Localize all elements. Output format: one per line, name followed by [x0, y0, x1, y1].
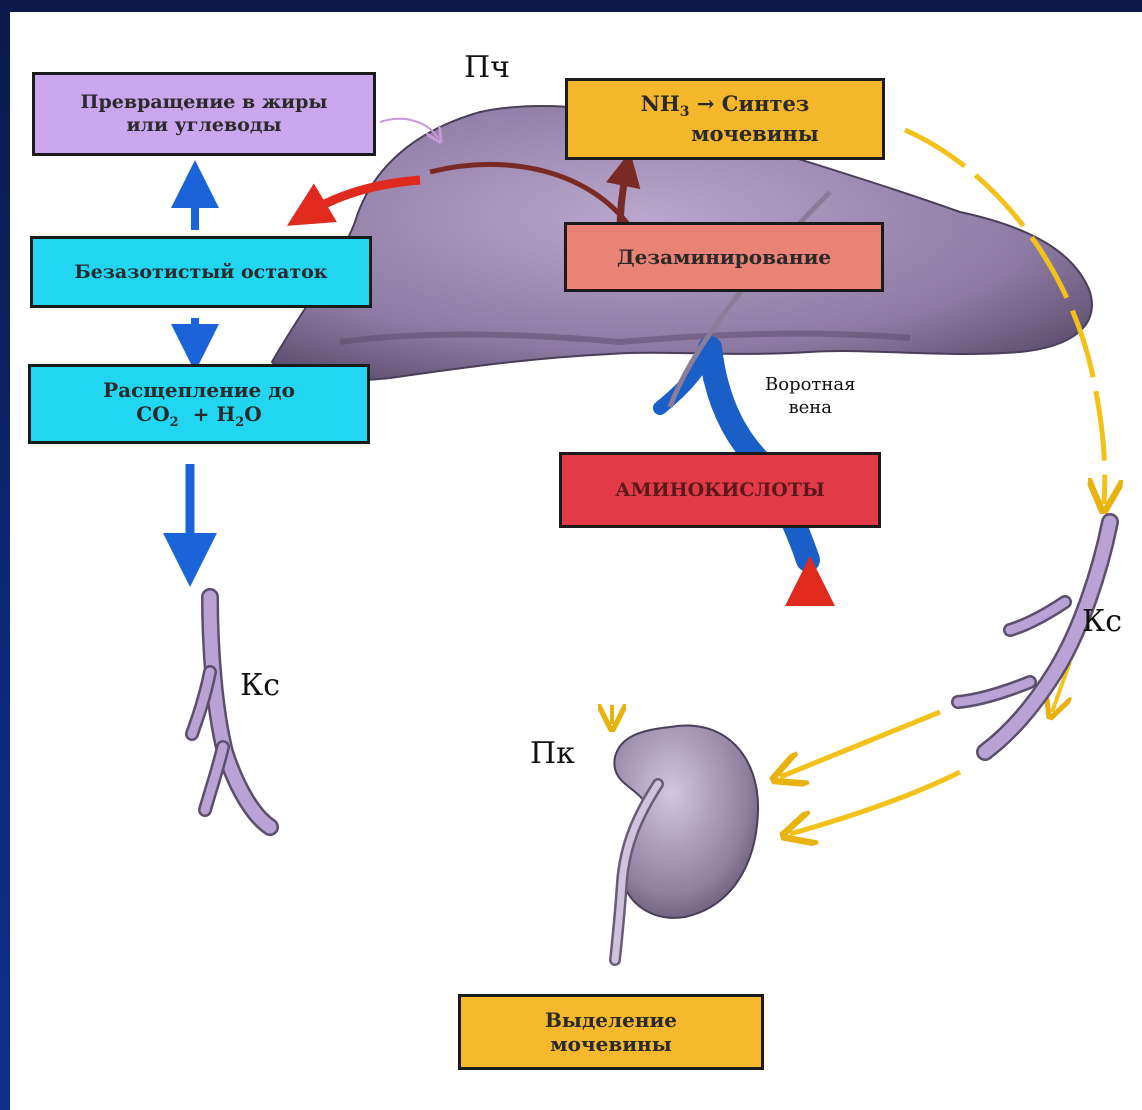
urea-excretion-line2: мочевины [545, 1032, 677, 1056]
amino-acids-box: АМИНОКИСЛОТЫ [559, 452, 881, 528]
amino-acids-label: АМИНОКИСЛОТЫ [615, 479, 825, 502]
urea-synthesis-box: NH3 → Синтез мочевины [565, 78, 885, 160]
deamination-label: Дезаминирование [617, 245, 831, 269]
nitrogen-free-residue-box: Безазотистый остаток [30, 236, 372, 308]
blood-vessel-right-label: Кс [1082, 604, 1122, 639]
h2o-o: O [244, 402, 261, 426]
portal-vein-line2: вена [765, 397, 855, 420]
nitrogen-free-residue-label: Безазотистый остаток [74, 261, 327, 284]
portal-vein-line1: Воротная [765, 374, 855, 397]
urea-cycle-illustration [10, 12, 1142, 1110]
breakdown-box: Расщепление до CO2 + H2O [28, 364, 370, 444]
diagram-panel: Превращение в жиры или углеводы NH3 → Си… [10, 12, 1142, 1110]
co2-text: CO [136, 402, 169, 426]
fats-carbs-box: Превращение в жиры или углеводы [32, 72, 376, 156]
urea-synthesis-line2: мочевины [631, 121, 819, 146]
urea-synthesis-word: Синтез [722, 91, 809, 116]
yellow-arrow-to-kidney-2 [790, 772, 960, 834]
fats-carbs-line1: Превращение в жиры [81, 91, 328, 114]
yellow-arrow-to-kidney-1 [780, 712, 940, 777]
liver-label: Пч [464, 50, 510, 85]
blood-vessel-left [192, 597, 270, 827]
h2o-subscript: 2 [235, 415, 244, 430]
h2o-plus-h: + H [193, 402, 236, 426]
fats-carbs-line2: или углеводы [81, 114, 328, 137]
kidney-label: Пк [530, 736, 575, 771]
nh3-arrow: → [697, 91, 715, 116]
portal-vein-label: Воротная вена [765, 374, 855, 419]
urea-excretion-box: Выделение мочевины [458, 994, 764, 1070]
nh3-subscript: 3 [680, 105, 690, 121]
deamination-box: Дезаминирование [564, 222, 884, 292]
nh3-formula: NH [641, 91, 680, 116]
breakdown-line1: Расщепление до [103, 378, 295, 402]
urea-excretion-line1: Выделение [545, 1008, 677, 1032]
blood-vessel-left-label: Кс [240, 668, 280, 703]
kidney-organ [614, 725, 758, 960]
co2-subscript: 2 [170, 415, 179, 430]
